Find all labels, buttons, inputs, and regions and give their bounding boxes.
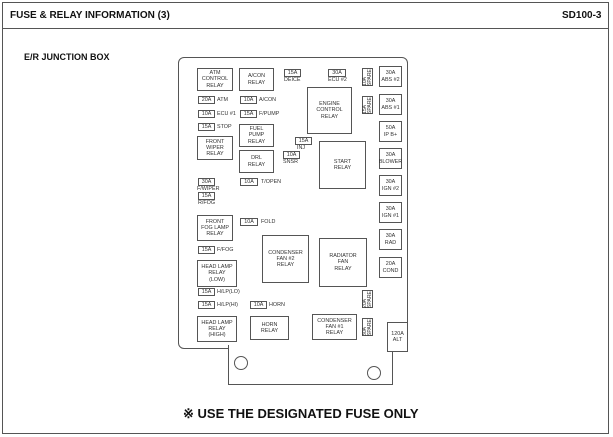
fuse-blower: 30A BLOWER bbox=[379, 148, 402, 169]
fuse-ffog-rating: 15A bbox=[198, 246, 215, 254]
spare-fuse-30a: 30A SPARE bbox=[362, 318, 373, 336]
fuse-rfog-rating: 15A bbox=[198, 192, 215, 200]
fuse-snsr-rating: 10A bbox=[283, 151, 300, 159]
a-con-relay: A/CON RELAY bbox=[239, 68, 274, 91]
page-frame bbox=[2, 2, 609, 434]
fuse-topen-rating: 10A bbox=[240, 178, 258, 186]
fuse-acon-rating: 10A bbox=[240, 96, 257, 104]
condenser-fan-1-relay: CONDENSER FAN #1 RELAY bbox=[312, 314, 357, 340]
header-code: SD100-3 bbox=[562, 10, 602, 21]
head-lamp-low-relay: HEAD LAMP RELAY (LOW) bbox=[197, 260, 237, 287]
fuel-pump-relay: FUEL PUMP RELAY bbox=[239, 124, 274, 147]
fuse-fwiper-rating: 30A bbox=[198, 178, 215, 186]
head-lamp-high-relay: HEAD LAMP RELAY (HIGH) bbox=[197, 316, 237, 342]
fuse-stop-rating: 15A bbox=[198, 123, 215, 131]
fuse-atm-rating: 20A bbox=[198, 96, 215, 104]
header-divider bbox=[2, 28, 609, 29]
fuse-abs2: 30A ABS #2 bbox=[379, 66, 402, 87]
fuse-fpump-rating: 15A bbox=[240, 110, 257, 118]
fuse-hlp-lo-label: H/LP(LO) bbox=[217, 289, 240, 295]
fuse-horn-rating: 10A bbox=[250, 301, 267, 309]
spare-20a-label: SPARE bbox=[367, 291, 373, 308]
fuse-ecu1-rating: 10A bbox=[198, 110, 215, 118]
fuse-inj-label: INJ bbox=[297, 145, 306, 151]
fuse-hlp-hi-label: H/LP(HI) bbox=[217, 302, 238, 308]
footer-note: ※ USE THE DESIGNATED FUSE ONLY bbox=[183, 406, 419, 421]
fuse-fold-label: FOLD bbox=[261, 219, 276, 225]
fuse-ffog-label: F/FOG bbox=[217, 247, 234, 253]
start-relay: START RELAY bbox=[319, 141, 366, 189]
fuse-acon-label: A/CON bbox=[259, 97, 277, 103]
fuse-deice-label: DEICE bbox=[284, 77, 301, 83]
spare-10a-label: SPARE bbox=[367, 69, 373, 86]
fuse-cond: 20A COND bbox=[379, 257, 402, 278]
diagram-subtitle: E/R JUNCTION BOX bbox=[24, 52, 110, 62]
fuse-rfog-label: R/FOG bbox=[198, 200, 216, 206]
fuse-snsr-label: SNSR bbox=[283, 159, 298, 165]
spare-fuse-15a: 15A SPARE bbox=[362, 96, 373, 114]
fuse-fold-rating: 10A bbox=[240, 218, 258, 226]
fuse-stop-label: STOP bbox=[217, 124, 232, 130]
condenser-fan-2-relay: CONDENSER FAN #2 RELAY bbox=[262, 235, 309, 283]
fuse-abs1: 30A ABS #1 bbox=[379, 94, 402, 115]
fuse-hlp-lo-rating: 15A bbox=[198, 288, 215, 296]
junction-box-mount-tab bbox=[228, 345, 393, 385]
fuse-ecu2-rating: 30A bbox=[328, 69, 346, 77]
radiator-fan-relay: RADIATOR FAN RELAY bbox=[319, 238, 367, 287]
mount-hole-right bbox=[367, 366, 381, 380]
fuse-horn-label: HORN bbox=[269, 302, 285, 308]
drl-relay: DRL RELAY bbox=[239, 150, 274, 173]
fuse-atm-label: ATM bbox=[217, 97, 228, 103]
fuse-ecu2-label: ECU #2 bbox=[328, 77, 347, 83]
spare-fuse-20a: 20A SPARE bbox=[362, 290, 373, 308]
fuse-rad: 30A RAD bbox=[379, 229, 402, 250]
front-wiper-relay: FRONT WIPER RELAY bbox=[197, 136, 233, 160]
spare-15a-label: SPARE bbox=[367, 97, 373, 114]
fuse-hlp-hi-rating: 15A bbox=[198, 301, 215, 309]
atm-control-relay: ATM CONTROL RELAY bbox=[197, 68, 233, 91]
fuse-inj-rating: 15A bbox=[295, 137, 312, 145]
header-title: FUSE & RELAY INFORMATION (3) bbox=[10, 10, 170, 21]
fuse-alt: 120A ALT bbox=[387, 322, 408, 352]
engine-control-relay: ENGINE CONTROL RELAY bbox=[307, 87, 352, 134]
mount-hole-left bbox=[234, 356, 248, 370]
fuse-deice-rating: 15A bbox=[284, 69, 301, 77]
fuse-fpump-label: F/PUMP bbox=[259, 111, 280, 117]
fuse-ign2: 30A IGN #2 bbox=[379, 175, 402, 196]
fuse-ign1: 30A IGN #1 bbox=[379, 202, 402, 223]
spare-fuse-10a: 10A SPARE bbox=[362, 68, 373, 86]
spare-30a-label: SPARE bbox=[367, 319, 373, 336]
fuse-topen-label: T/OPEN bbox=[261, 179, 282, 185]
fuse-ip-b: 50A IP B+ bbox=[379, 121, 402, 142]
fuse-ecu1-label: ECU #1 bbox=[217, 111, 236, 117]
front-fog-lamp-relay: FRONT FOG LAMP RELAY bbox=[197, 215, 233, 241]
fuse-fwiper-label: F/WIPER bbox=[197, 186, 220, 192]
horn-relay: HORN RELAY bbox=[250, 316, 289, 340]
